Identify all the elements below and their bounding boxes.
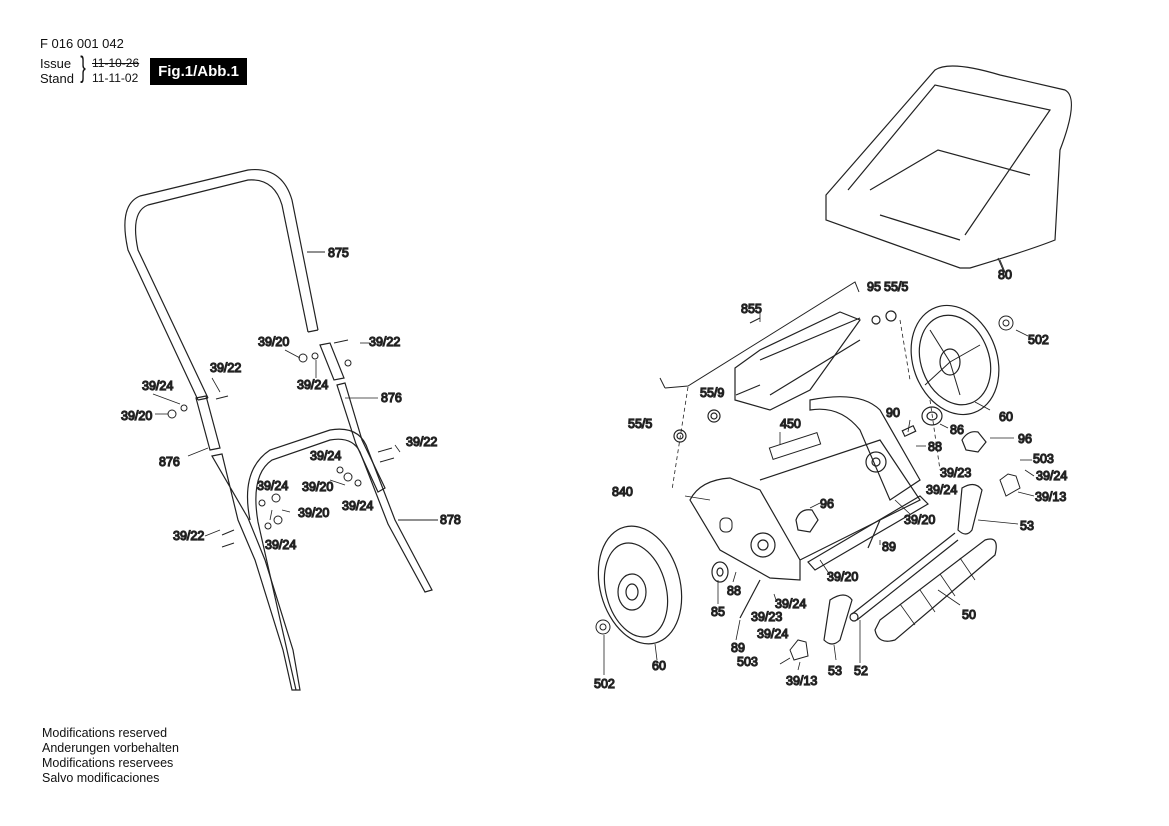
bracket-39-13-right — [999, 473, 1021, 497]
callout-fastener: 39/22 — [369, 335, 400, 349]
callout-fastener: 39/20 — [904, 513, 935, 527]
callout-labels: 875 876 876 878 39/20 39/22 39/24 39/22 … — [120, 245, 1068, 691]
callout-450: 450 — [780, 417, 801, 431]
callout-50: 50 — [962, 608, 976, 622]
callout-502-right: 502 — [1028, 333, 1049, 347]
callout-fastener: 39/24 — [342, 499, 373, 513]
callout-96-center: 96 — [820, 497, 834, 511]
callout-503-left: 503 — [737, 655, 758, 669]
callout-89-right: 89 — [882, 540, 896, 554]
callout-878: 878 — [440, 513, 461, 527]
callout-fastener: 39/20 — [258, 335, 289, 349]
axle-52 — [849, 532, 959, 622]
callout-fastener: 39/22 — [210, 361, 241, 375]
callout-55-5-left: 55/5 — [628, 417, 652, 431]
callout-fastener: 39/23 — [940, 466, 971, 480]
callout-53-left: 53 — [828, 664, 842, 678]
wheel-60-left — [597, 525, 683, 645]
callout-fastener: 39/20 — [302, 480, 333, 494]
callout-fastener: 39/22 — [406, 435, 437, 449]
callout-85: 85 — [711, 605, 725, 619]
callout-60-left: 60 — [652, 659, 666, 673]
washer-502-left — [595, 619, 611, 635]
assembly-guides — [671, 319, 941, 491]
washer-502-right — [998, 315, 1014, 331]
callout-53-right: 53 — [1020, 519, 1034, 533]
callout-39-13-left: 39/13 — [786, 674, 817, 688]
footer-line-fr: Modifications reservees — [42, 756, 174, 770]
callout-fastener: 39/24 — [757, 627, 788, 641]
footer-line-en: Modifications reserved — [42, 726, 168, 740]
callout-55-9: 55/9 — [700, 386, 724, 400]
stand-date: 11-11-02 — [92, 71, 139, 85]
bracket-39-13-left — [789, 639, 809, 661]
handle-tube-876-right — [319, 342, 386, 493]
pin-90 — [901, 424, 917, 438]
issue-stand-labels: Issue Stand — [40, 56, 74, 86]
brace-symbol: } — [80, 51, 86, 84]
callout-fastener: 39/24 — [142, 379, 173, 393]
callout-876-right: 876 — [381, 391, 402, 405]
callout-502-left: 502 — [594, 677, 615, 691]
roller-holder-53-right — [957, 483, 983, 535]
callout-fastener: 39/24 — [265, 538, 296, 552]
callout-876-left: 876 — [159, 455, 180, 469]
issue-date-old: 11-10-26 — [92, 56, 140, 70]
wheel-60-right — [910, 304, 1000, 416]
pin-89-right — [867, 519, 881, 549]
callout-fastener: 39/24 — [257, 479, 288, 493]
pinion-86 — [921, 406, 943, 426]
callout-855: 855 — [741, 302, 762, 316]
upper-handle-875 — [124, 168, 325, 401]
callout-88-left: 88 — [727, 584, 741, 598]
callout-fastener: 39/24 — [775, 597, 806, 611]
cutting-reel-855 — [659, 281, 897, 411]
callout-88-right: 88 — [928, 440, 942, 454]
callout-55-5-right: 55/5 — [884, 280, 908, 294]
callout-875: 875 — [328, 246, 349, 260]
callout-90: 90 — [886, 406, 900, 420]
callout-fastener: 39/20 — [121, 409, 152, 423]
lower-handle-878 — [211, 428, 438, 691]
footer-notes: Modifications reserved Anderungen vorbeh… — [42, 726, 179, 786]
callout-80: 80 — [998, 268, 1012, 282]
callout-fastener: 39/20 — [827, 570, 858, 584]
callout-fastener: 39/23 — [751, 610, 782, 624]
knob-96-center — [795, 509, 819, 533]
chassis-840 — [689, 396, 929, 581]
callout-60-right: 60 — [999, 410, 1013, 424]
pin-89-left — [739, 579, 761, 619]
pinion-85 — [711, 561, 729, 583]
leader-lines — [152, 259, 1035, 675]
knob-96-right — [961, 431, 987, 453]
callout-840: 840 — [612, 485, 633, 499]
issue-label: Issue — [40, 56, 72, 71]
stand-label: Stand — [40, 71, 74, 86]
callout-fastener: 39/24 — [310, 449, 341, 463]
callout-fastener: 39/22 — [173, 529, 204, 543]
roller-50 — [874, 538, 997, 642]
fastener-nuts — [167, 339, 395, 548]
handle-tube-876-left — [195, 395, 221, 451]
grass-box-80 — [825, 65, 1073, 273]
callout-fastener: 39/24 — [926, 483, 957, 497]
footer-line-de: Anderungen vorbehalten — [42, 741, 179, 755]
callout-95: 95 — [867, 280, 881, 294]
callout-fastener: 39/24 — [1036, 469, 1067, 483]
issue-dates: 11-10-26 11-11-02 — [92, 56, 139, 86]
roller-holder-53-left — [823, 594, 853, 645]
callout-86: 86 — [950, 423, 964, 437]
callout-89-left: 89 — [731, 641, 745, 655]
callout-96-right: 96 — [1018, 432, 1032, 446]
reel-spring-and-washer — [673, 409, 721, 443]
figure-badge: Fig.1/Abb.1 — [150, 58, 247, 85]
callout-fastener: 39/20 — [298, 506, 329, 520]
callout-fastener: 39/24 — [297, 378, 328, 392]
footer-line-es: Salvo modificaciones — [42, 771, 160, 785]
document-code: F 016 001 042 — [40, 36, 124, 51]
callout-52: 52 — [854, 664, 868, 678]
callout-39-13-right: 39/13 — [1035, 490, 1066, 504]
callout-503-right: 503 — [1033, 452, 1054, 466]
